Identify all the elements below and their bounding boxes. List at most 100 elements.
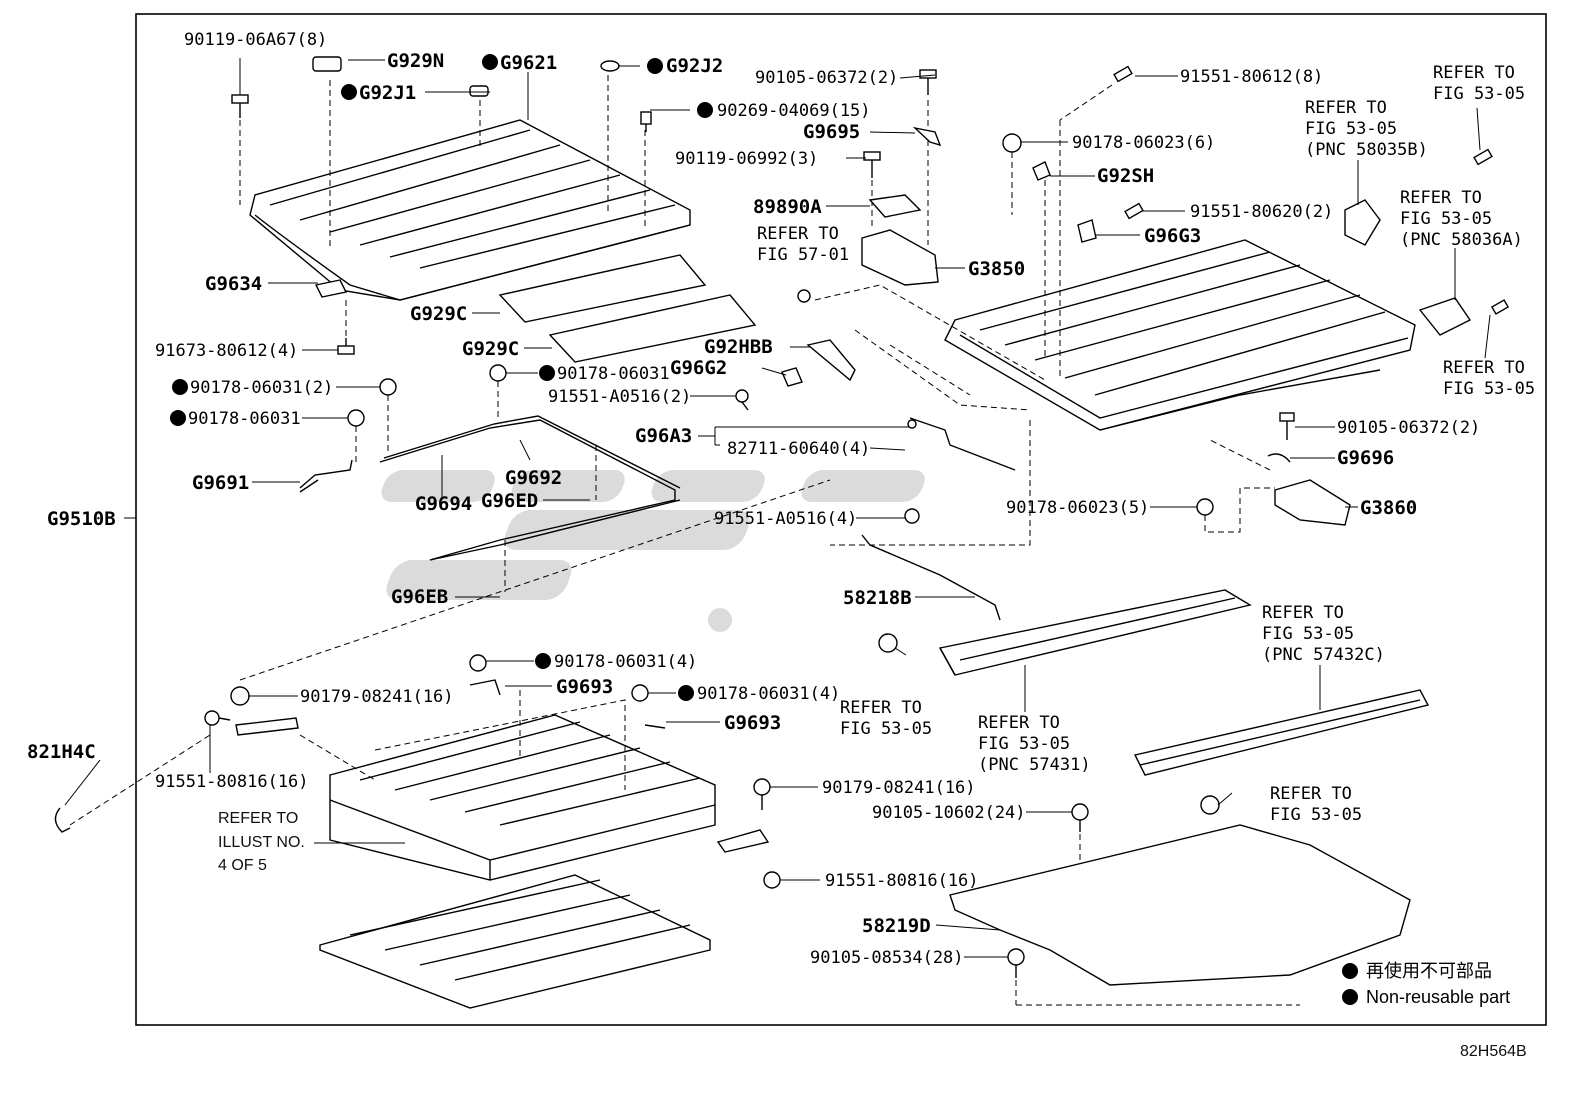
g92sh-clip[interactable] [1032, 161, 1051, 181]
refer-line: REFER TO [1443, 358, 1525, 378]
89890a-sensor[interactable] [868, 194, 922, 218]
refer-note-2[interactable]: REFER TO FIG 53-05 (PNC 58035B) [1305, 98, 1428, 160]
bolt-icon [1071, 803, 1089, 832]
bus-bar-plate [716, 829, 770, 853]
nut-icon [631, 684, 649, 702]
grommet-icon [878, 633, 898, 653]
fig57-connector [797, 289, 811, 303]
g9696-clip[interactable] [1267, 453, 1291, 463]
nut-icon [1196, 498, 1214, 516]
label-90178-06031-left: 90178-06031 [188, 409, 301, 429]
refer-line: FIG 53-05 [978, 734, 1070, 754]
label-90269-04069: 90269-04069(15) [717, 101, 871, 121]
non-reusable-dot [678, 685, 694, 701]
cable-58218b[interactable] [861, 534, 1001, 621]
refer-line: FIG 53-05 [1305, 119, 1397, 139]
label-91551-a0516-4: 91551-A0516(4) [714, 509, 857, 529]
label-g3850: G3850 [968, 258, 1025, 280]
bolt-icon [204, 710, 231, 726]
g92hbb-bracket[interactable] [806, 339, 856, 382]
refer-line: (PNC 57432C) [1262, 645, 1385, 665]
clamp-821h4c[interactable] [54, 807, 71, 833]
label-g9695: G9695 [803, 121, 860, 143]
label-90178-06023-5: 90178-06023(5) [1006, 498, 1149, 518]
wire-harness-g9692[interactable] [379, 415, 681, 561]
label-g9693-b: G9693 [724, 712, 781, 734]
g9634-bracket[interactable] [314, 279, 348, 298]
g929n-pad [312, 56, 342, 72]
label-90178-06023-6: 90178-06023(6) [1072, 133, 1215, 153]
refer-line: FIG 53-05 [1433, 84, 1525, 104]
label-g96g3: G96G3 [1144, 225, 1201, 247]
label-91551-80816-b: 91551-80816(16) [825, 871, 979, 891]
label-g929c-b: G929C [462, 338, 519, 360]
refer-line: REFER TO [757, 224, 839, 244]
label-90178-06031-2: 90178-06031(2) [190, 378, 333, 398]
g96g3-clip[interactable] [1077, 219, 1097, 243]
bolt-icon [1473, 148, 1493, 166]
bolt-icon [1113, 65, 1133, 83]
label-91551-80816-a: 91551-80816(16) [155, 772, 309, 792]
refer-line: REFER TO [978, 713, 1060, 733]
nut-icon [1002, 133, 1022, 153]
bus-bar-g9691[interactable] [299, 459, 353, 493]
watermark-logo [381, 470, 925, 632]
g92j1-pad [469, 85, 489, 97]
label-g92sh: G92SH [1097, 165, 1154, 187]
label-91551-80612: 91551-80612(8) [1180, 67, 1323, 87]
bolt-icon [763, 871, 781, 889]
g9693-bracket-b[interactable] [644, 724, 666, 729]
g9693-bracket-a[interactable] [469, 679, 501, 696]
refer-note-10[interactable]: REFER TO ILLUST NO. 4 OF 5 [218, 810, 305, 874]
refer-line: REFER TO [1262, 603, 1344, 623]
nut-icon [347, 409, 365, 427]
refer-note-4[interactable]: REFER TO FIG 57-01 [757, 224, 849, 265]
label-g9694: G9694 [415, 493, 472, 515]
label-g92j2: G92J2 [666, 55, 723, 77]
battery-module-stack[interactable] [329, 714, 716, 881]
refer-note-3[interactable]: REFER TO FIG 53-05 (PNC 58036A) [1400, 188, 1523, 250]
battery-tray-frame[interactable] [944, 239, 1416, 431]
refer-line: REFER TO [1433, 63, 1515, 83]
refer-note-8[interactable]: REFER TO FIG 53-05 (PNC 57432C) [1262, 603, 1385, 665]
refer-note-6[interactable]: REFER TO FIG 53-05 [840, 698, 932, 739]
non-reusable-dot [172, 379, 188, 395]
non-reusable-dot [482, 54, 498, 70]
non-reusable-dot [170, 410, 186, 426]
bolt-icon [863, 151, 881, 230]
g3850-junction-block[interactable] [861, 229, 939, 286]
refer-note-9[interactable]: REFER TO FIG 53-05 [1270, 784, 1362, 825]
upper-cover-g9621[interactable] [249, 56, 691, 301]
label-g9693-a: G9693 [556, 676, 613, 698]
label-91551-80620: 91551-80620(2) [1190, 202, 1333, 222]
legend-en: Non-reusable part [1366, 987, 1510, 1007]
label-58218b: 58218B [843, 587, 912, 609]
g96g2-clip[interactable] [781, 367, 803, 387]
refer-line: FIG 53-05 [840, 719, 932, 739]
refer-note-1[interactable]: REFER TO FIG 53-05 [1433, 63, 1525, 104]
refer-note-5[interactable]: REFER TO FIG 53-05 [1443, 358, 1535, 399]
bus-bar-plate [235, 717, 299, 736]
g92j2-pad [600, 60, 620, 72]
under-cover-58219d[interactable] [949, 824, 1411, 986]
label-58219d: 58219D [862, 915, 931, 937]
cable-g96a3[interactable] [909, 417, 1016, 471]
bolt-icon [1490, 299, 1510, 315]
g9695-bracket[interactable] [912, 126, 942, 147]
label-g92j1: G92J1 [359, 82, 416, 104]
cross-member-57432c [1133, 689, 1430, 776]
label-91673-80612: 91673-80612(4) [155, 341, 298, 361]
label-g9692: G9692 [505, 467, 562, 489]
bolt-icon [753, 778, 771, 810]
legend-dot-icon [1342, 989, 1358, 1005]
label-90105-06372-right: 90105-06372(2) [1337, 418, 1480, 438]
label-g929n: G929N [387, 50, 444, 72]
bracket-58036a [1418, 297, 1472, 336]
g3860-junction-block[interactable] [1274, 479, 1351, 526]
bolt-icon [919, 69, 937, 245]
refer-note-7[interactable]: REFER TO FIG 53-05 (PNC 57431) [978, 713, 1091, 775]
label-g96ed: G96ED [481, 490, 538, 512]
pads-g929c[interactable] [498, 254, 757, 363]
label-90105-06372-top: 90105-06372(2) [755, 68, 898, 88]
grommet-icon [1200, 795, 1220, 815]
